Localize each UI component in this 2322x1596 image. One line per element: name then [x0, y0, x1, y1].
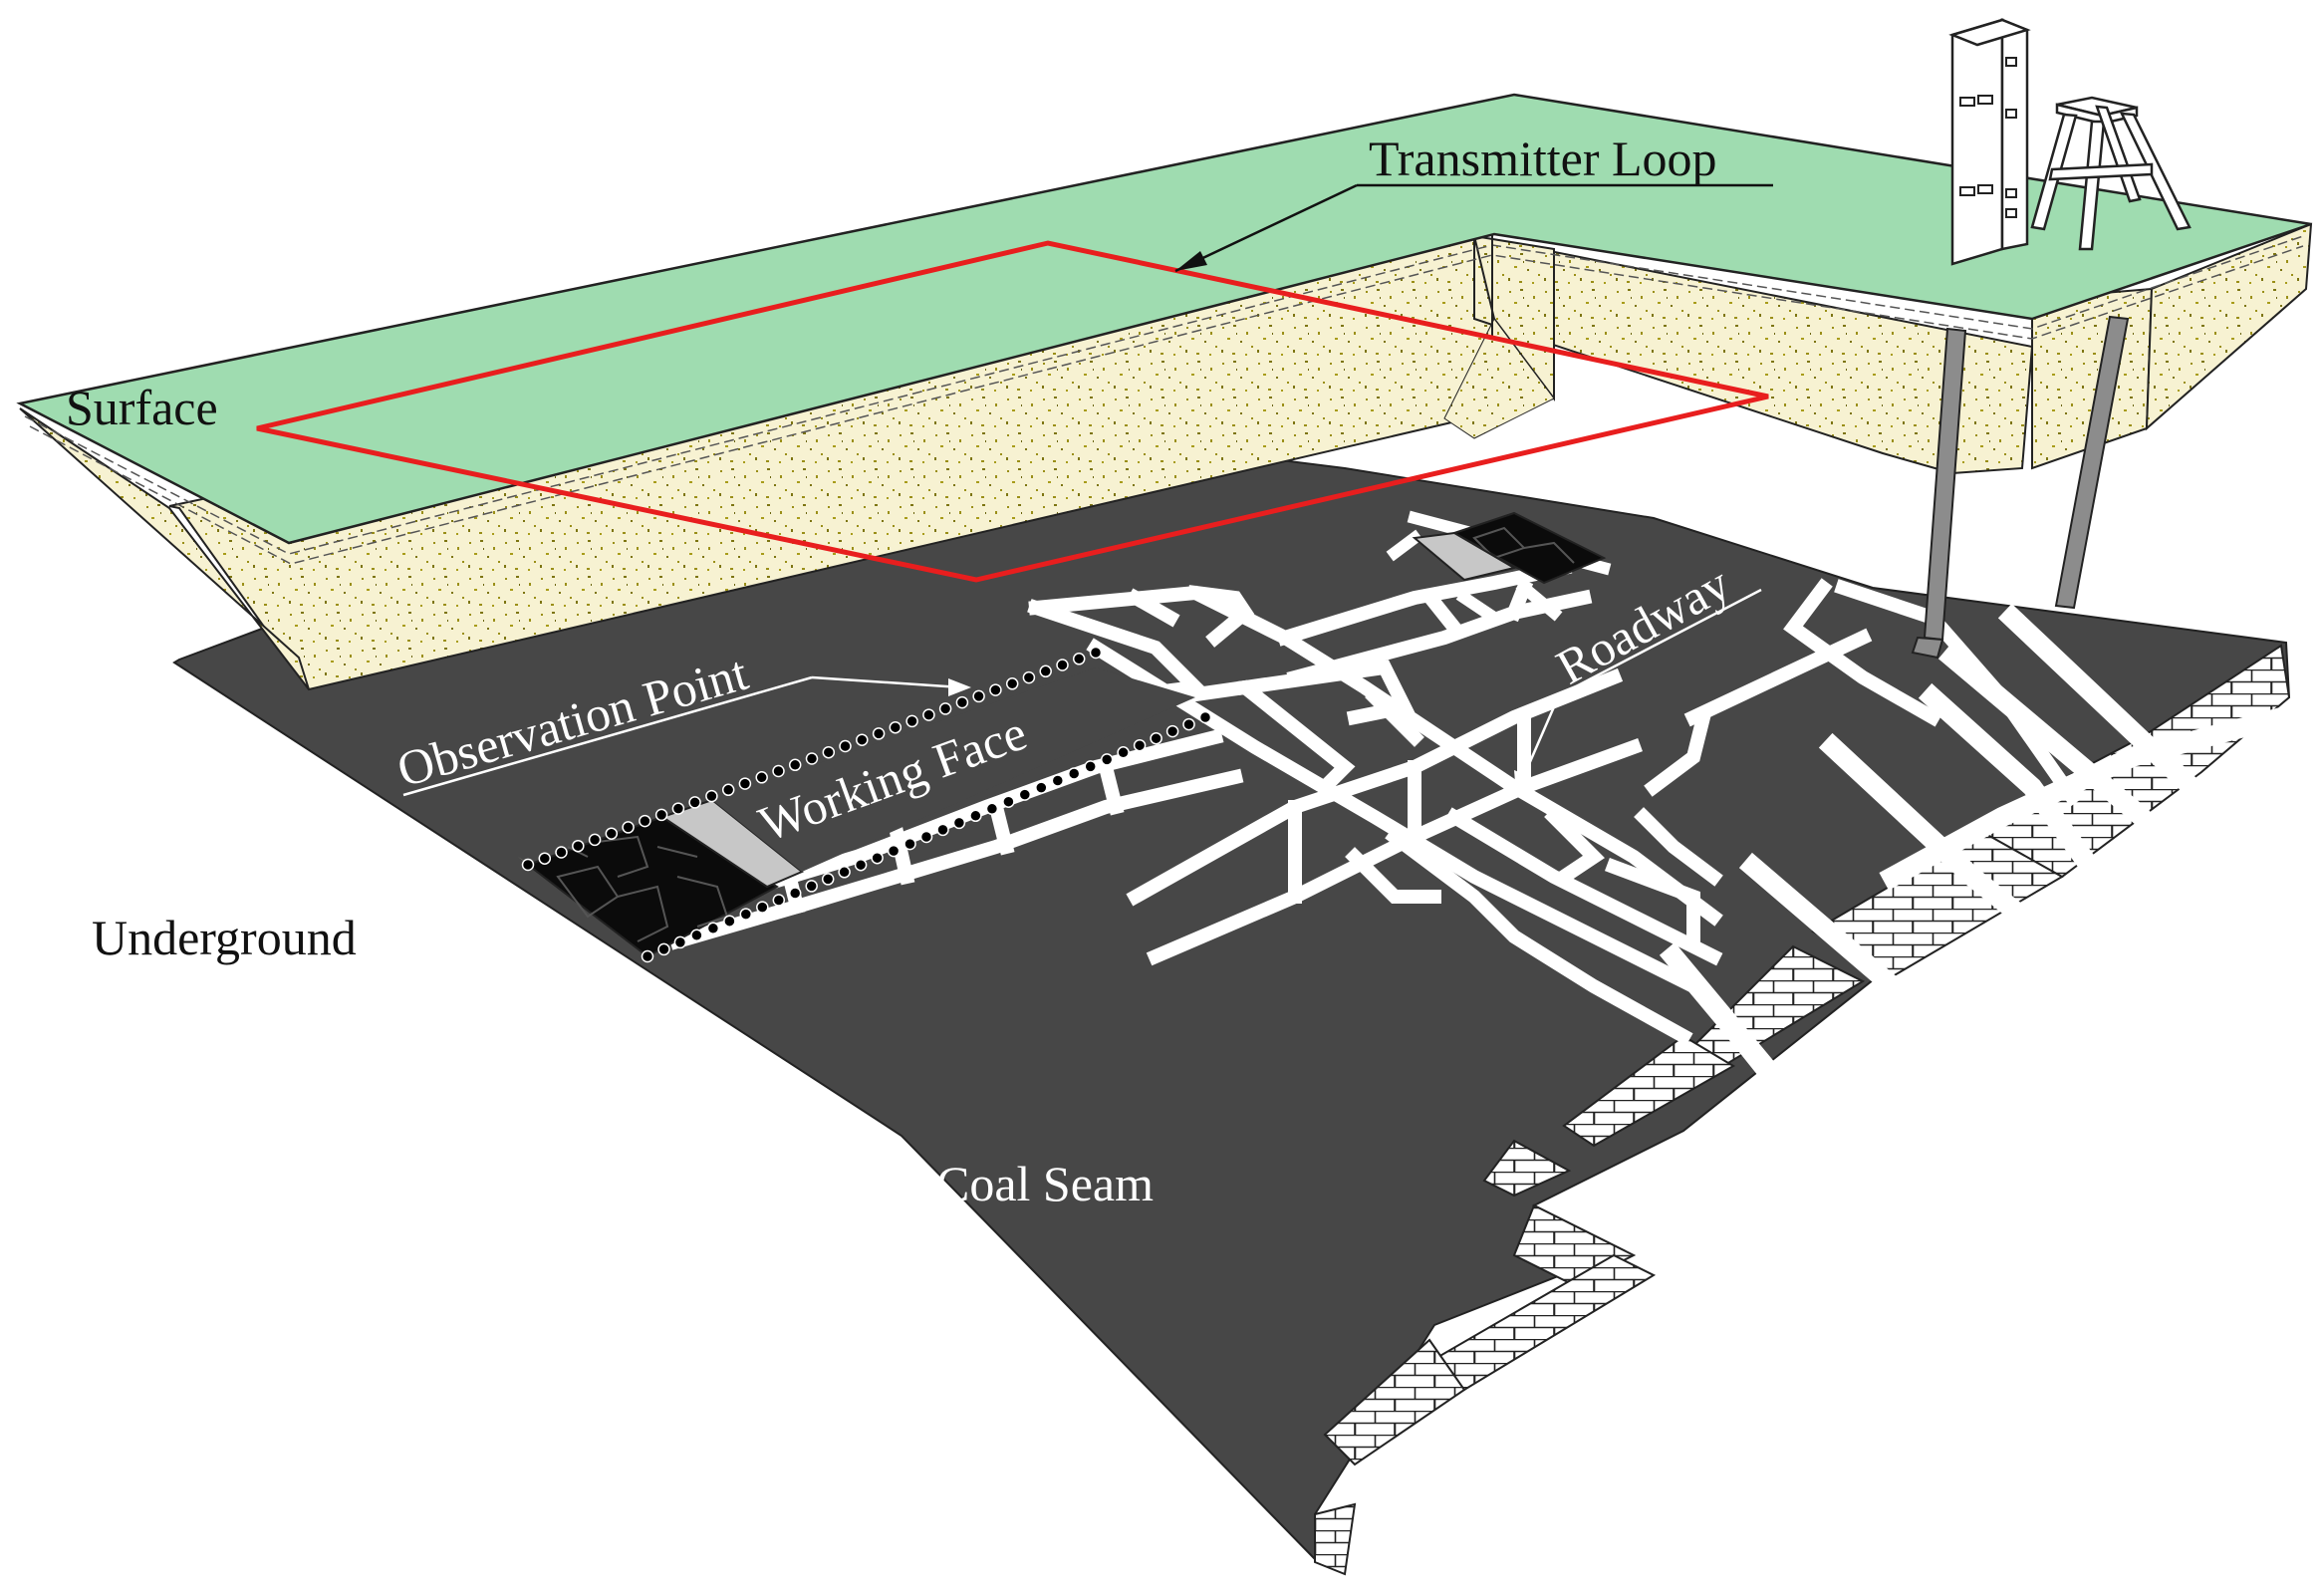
observation-point: [969, 809, 982, 823]
roadway-network: [648, 510, 2082, 1106]
observation-point: [788, 758, 802, 772]
ground-block: [16, 93, 2313, 691]
observation-point: [788, 887, 802, 900]
observation-points: [521, 646, 1212, 963]
observation-point: [1022, 670, 1036, 684]
observation-point: [588, 833, 602, 847]
observation-point: [972, 689, 985, 703]
observation-point: [690, 929, 703, 942]
observation-point: [1051, 774, 1065, 787]
observation-point: [1084, 760, 1097, 773]
transmitter-loop: [256, 240, 1769, 583]
observation-point: [739, 908, 753, 921]
surface-label: Surface: [66, 380, 218, 435]
observation-point: [721, 783, 735, 797]
observation-point: [905, 714, 918, 728]
working-face: [525, 511, 1607, 958]
observation-point: [1165, 724, 1179, 738]
observation-point: [622, 821, 635, 834]
observation-point: [919, 830, 933, 844]
observation-point: [555, 846, 568, 859]
observation-point: [989, 683, 1002, 696]
observation-point: [955, 695, 969, 709]
observation-point: [952, 816, 966, 830]
observation-point: [772, 764, 785, 778]
observation-point: [572, 839, 585, 853]
observation-point: [654, 808, 668, 822]
observation-point: [1198, 710, 1212, 724]
leader-lines: [402, 183, 1773, 797]
observation-point: [1018, 788, 1032, 801]
observation-point: [1035, 781, 1048, 794]
observation-point: [639, 814, 651, 828]
observation-point: [871, 851, 884, 865]
observation-point: [985, 802, 999, 816]
observation-point: [641, 949, 654, 963]
observation-point: [1100, 753, 1114, 766]
underground-label: Underground: [92, 910, 357, 965]
observation-point: [1067, 767, 1081, 780]
observation-point: [688, 796, 701, 809]
observation-point: [1072, 653, 1086, 665]
observation-point: [938, 702, 952, 715]
observation-point: [705, 789, 718, 803]
observation-point: [1089, 646, 1103, 660]
observation-point: [605, 827, 619, 840]
coal-seam-label: Coal Seam: [936, 1156, 1154, 1211]
observation-point: [772, 894, 786, 907]
observation-point: [805, 752, 819, 765]
observation-point: [521, 858, 535, 872]
observation-point: [887, 844, 901, 858]
rock-strata-edge: [1314, 644, 2291, 1576]
observation-point: [738, 777, 752, 790]
observation-point: [657, 942, 670, 956]
observation-point: [1056, 659, 1069, 671]
observation-point: [821, 873, 835, 886]
observation-point: [838, 866, 851, 879]
observation-point: [723, 915, 736, 928]
observation-point: [889, 720, 903, 734]
observation-point: [1039, 665, 1052, 678]
observation-point: [673, 935, 687, 949]
mine-tower-icon: [1948, 18, 2031, 266]
transmitter-loop-label: Transmitter Loop: [1369, 131, 1717, 186]
mine-shafts: [1911, 315, 2130, 660]
observation-point: [755, 771, 768, 784]
observation-point: [854, 858, 868, 872]
observation-point: [903, 837, 916, 851]
observation-point: [856, 733, 869, 746]
observation-point: [822, 745, 836, 759]
observation-point: [671, 802, 685, 815]
observation-point: [805, 880, 818, 893]
mine-headframe-icon: [2030, 96, 2192, 251]
observation-point: [839, 739, 852, 753]
observation-point: [936, 823, 949, 837]
observation-point: [1002, 795, 1015, 808]
observation-point: [756, 901, 769, 914]
observation-point: [1117, 746, 1130, 759]
observation-point: [1150, 731, 1162, 745]
observation-point: [922, 708, 935, 721]
observation-point: [1133, 738, 1147, 752]
observation-point: [706, 922, 720, 935]
observation-point: [1005, 677, 1019, 690]
observation-point: [872, 727, 886, 740]
observation-point: [1182, 717, 1195, 731]
observation-point: [538, 852, 552, 865]
